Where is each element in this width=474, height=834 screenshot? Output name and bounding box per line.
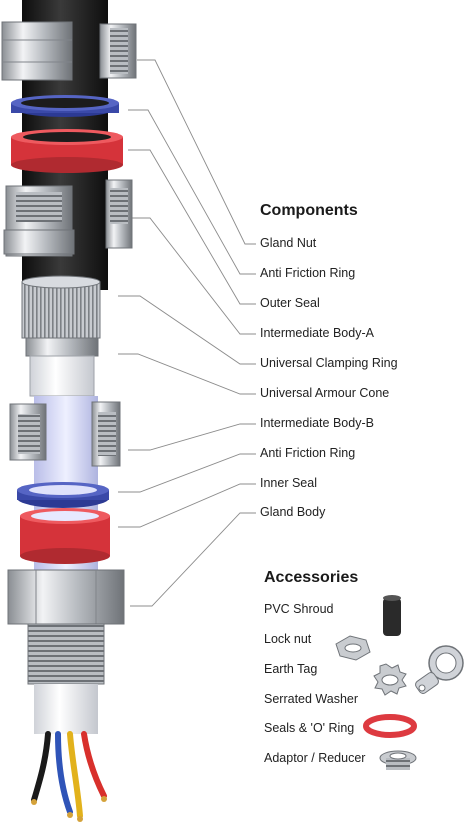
anti-friction-ring-lower: [17, 482, 109, 508]
label-intermediate-body-a: Intermediate Body-A: [260, 326, 374, 340]
accessories-title: Accessories: [264, 569, 359, 586]
label-gland-nut: Gland Nut: [260, 236, 317, 250]
anti-friction-ring-upper: [11, 95, 119, 117]
label-universal-clamping-ring: Universal Clamping Ring: [260, 356, 398, 370]
accessory-icons: [335, 595, 464, 770]
cable-wires: [31, 731, 107, 822]
label-adaptor-reducer: Adaptor / Reducer: [264, 751, 366, 765]
label-earth-tag: Earth Tag: [264, 662, 318, 676]
label-lock-nut: Lock nut: [264, 632, 312, 646]
label-intermediate-body-b: Intermediate Body-B: [260, 416, 374, 430]
lock-nut-icon: [335, 635, 371, 661]
label-seals-o-ring: Seals & 'O' Ring: [264, 721, 355, 735]
gland-body: [7, 569, 125, 685]
seal-o-ring-icon: [363, 714, 417, 738]
cable-lower-sheath: [34, 684, 98, 734]
inner-seal: [20, 508, 110, 564]
earth-tag-icon: [415, 645, 464, 694]
label-serrated-washer: Serrated Washer: [264, 692, 359, 706]
label-outer-seal: Outer Seal: [260, 296, 320, 310]
label-anti-friction-ring-upper: Anti Friction Ring: [260, 266, 356, 280]
label-anti-friction-ring-lower: Anti Friction Ring: [260, 446, 356, 460]
adaptor-reducer-icon: [379, 750, 417, 770]
label-pvc-shroud: PVC Shroud: [264, 602, 334, 616]
label-gland-body: Gland Body: [260, 505, 326, 519]
gland-assembly: [1, 0, 137, 822]
universal-armour-cone: [29, 355, 95, 397]
gland-nut: [1, 21, 137, 81]
outer-seal: [11, 129, 123, 173]
components-title: Components: [260, 202, 358, 219]
label-inner-seal: Inner Seal: [260, 476, 317, 490]
pvc-shroud-icon: [383, 595, 401, 636]
serrated-washer-icon: [373, 663, 407, 696]
universal-clamping-ring: [21, 275, 101, 357]
leader-lines: [118, 59, 256, 607]
intermediate-body-a: [3, 179, 133, 257]
label-universal-armour-cone: Universal Armour Cone: [260, 386, 390, 400]
intermediate-body-b: [9, 401, 121, 467]
